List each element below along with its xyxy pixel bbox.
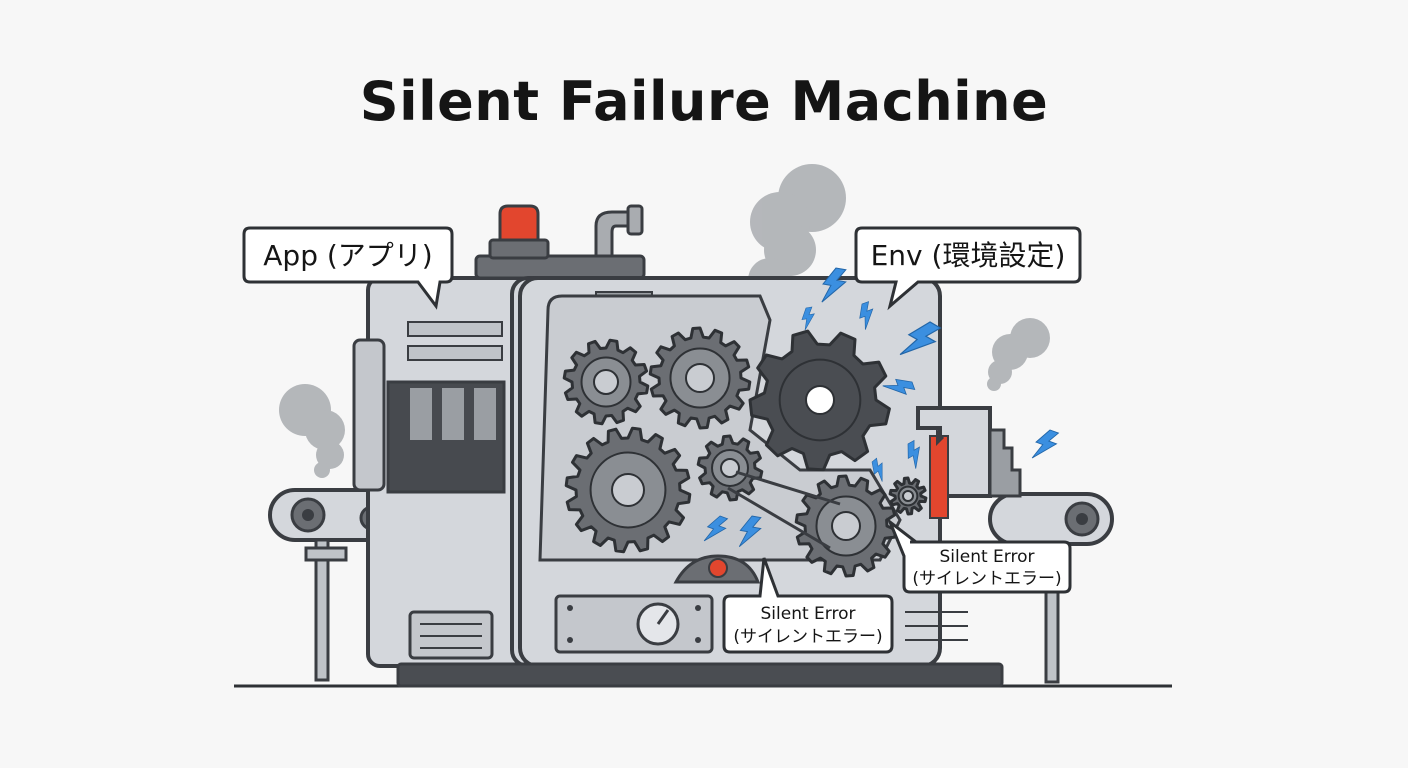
gear-icon — [696, 434, 764, 502]
right-machine-section — [916, 406, 1022, 519]
gear-icon — [648, 326, 752, 430]
callout-silent-error-center: Silent Error (サイレントエラー) — [722, 557, 894, 654]
drive-belt — [735, 470, 841, 506]
gauge-icon — [636, 602, 680, 646]
gear-icon — [748, 329, 891, 472]
callout-app-label: App (アプリ) — [263, 239, 432, 272]
silent-error-center-jp: (サイレントエラー) — [733, 627, 882, 647]
smoke-icon — [279, 384, 345, 478]
machine-base — [396, 662, 1004, 688]
callout-app: App (アプリ) — [242, 226, 454, 310]
gear-icon — [564, 426, 692, 554]
gear-cluster — [562, 326, 928, 578]
app-machine-body — [352, 276, 530, 668]
gear-icon — [562, 338, 650, 426]
lightning-icon — [1030, 426, 1061, 465]
callout-env: Env (環境設定) — [854, 226, 1082, 311]
silent-error-right-en: Silent Error — [940, 547, 1035, 567]
alarm-light-icon — [488, 204, 550, 260]
gear-icon — [794, 474, 898, 578]
exhaust-pipe — [594, 204, 644, 258]
page-title: Silent Failure Machine — [359, 70, 1049, 133]
drive-belt — [727, 486, 831, 550]
silent-error-center-en: Silent Error — [761, 604, 856, 624]
callout-env-label: Env (環境設定) — [871, 239, 1066, 272]
smoke-icon — [987, 318, 1050, 391]
silent-error-right-jp: (サイレントエラー) — [912, 569, 1061, 589]
gear-icon — [888, 476, 928, 516]
callout-silent-error-right: Silent Error (サイレントエラー) — [886, 517, 1072, 594]
